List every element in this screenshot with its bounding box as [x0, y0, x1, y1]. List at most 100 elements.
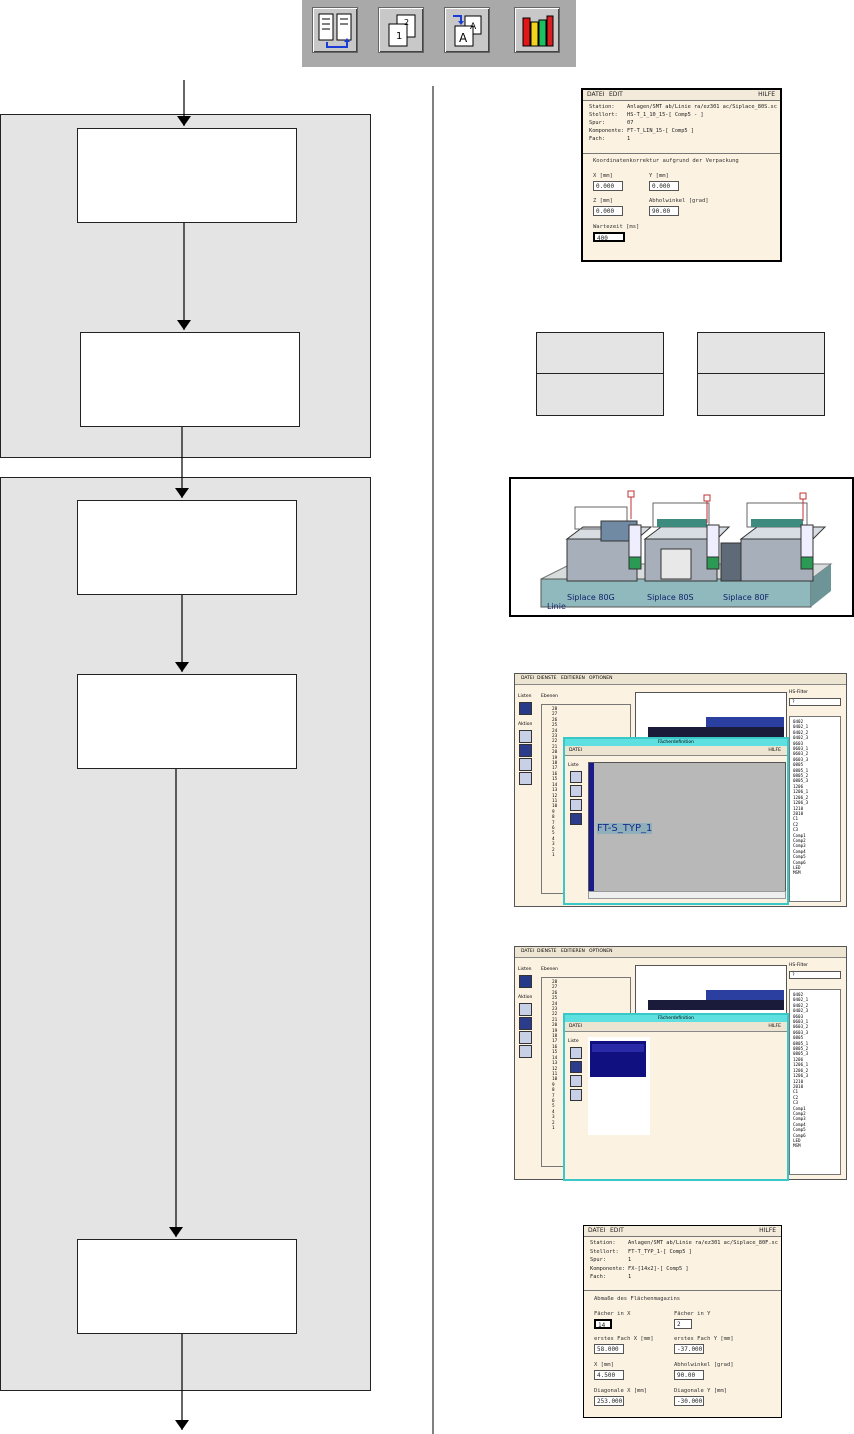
component-item[interactable]: 0603: [793, 740, 804, 746]
component-item[interactable]: C2: [793, 1094, 799, 1100]
popup-menu-hilfe[interactable]: HILFE: [768, 748, 781, 753]
popup-tool-icon[interactable]: [570, 1061, 582, 1073]
component-item[interactable]: C1: [793, 1089, 799, 1095]
level-item[interactable]: 5: [552, 831, 555, 837]
component-item[interactable]: Comp1: [793, 832, 806, 838]
component-item[interactable]: 0805_3: [793, 778, 809, 784]
level-item[interactable]: 10: [552, 804, 558, 810]
component-item[interactable]: 0805_3: [793, 1051, 809, 1057]
menu-edit[interactable]: EDIT: [609, 91, 623, 98]
level-item[interactable]: 21: [552, 1017, 558, 1023]
component-item[interactable]: 1206_2: [793, 1067, 809, 1073]
component-item[interactable]: 0402_2: [793, 1002, 809, 1008]
level-item[interactable]: 23: [552, 1007, 558, 1013]
tool-icon[interactable]: [519, 730, 532, 743]
tool-icon[interactable]: [519, 1003, 532, 1016]
component-item[interactable]: 2010: [793, 1083, 804, 1089]
menu-datei[interactable]: DATEI: [588, 1227, 606, 1234]
level-item[interactable]: 16: [552, 1044, 558, 1050]
swap-button[interactable]: A A: [444, 7, 490, 53]
pickup-angle-field[interactable]: 90.00: [649, 206, 679, 216]
level-item[interactable]: 16: [552, 771, 558, 777]
z-field[interactable]: 0.000: [593, 206, 623, 216]
tool-icon[interactable]: [519, 1017, 532, 1030]
level-item[interactable]: 19: [552, 1028, 558, 1034]
tool-icon[interactable]: [519, 744, 532, 757]
level-item[interactable]: 15: [552, 777, 558, 783]
component-item[interactable]: 0805_1: [793, 1040, 809, 1046]
component-item[interactable]: 0805_2: [793, 773, 809, 779]
component-item[interactable]: MSM: [793, 1143, 801, 1149]
x-field[interactable]: 0.000: [593, 181, 623, 191]
component-item[interactable]: 1210: [793, 805, 804, 811]
menu-hilfe[interactable]: HILFE: [758, 91, 775, 98]
popup-menu-hilfe[interactable]: HILFE: [768, 1024, 781, 1029]
level-item[interactable]: 13: [552, 1061, 558, 1067]
component-item[interactable]: 0603_1: [793, 746, 809, 752]
component-item[interactable]: LED: [793, 1137, 801, 1143]
level-item[interactable]: 12: [552, 1066, 558, 1072]
level-item[interactable]: 3: [552, 842, 555, 848]
level-item[interactable]: 3: [552, 1115, 555, 1121]
level-item[interactable]: 17: [552, 766, 558, 772]
first-y-field[interactable]: -37.000: [674, 1344, 704, 1354]
component-item[interactable]: 0402_2: [793, 729, 809, 735]
level-item[interactable]: 7: [552, 820, 555, 826]
component-item[interactable]: 0402: [793, 992, 804, 997]
pickup-angle-field[interactable]: 90.00: [674, 1370, 704, 1380]
component-item[interactable]: LED: [793, 864, 801, 870]
component-item[interactable]: 0805_1: [793, 767, 809, 773]
level-item[interactable]: 14: [552, 1055, 558, 1061]
books-button[interactable]: [514, 7, 560, 53]
component-item[interactable]: 0603_2: [793, 751, 809, 757]
level-item[interactable]: 10: [552, 1077, 558, 1083]
level-item[interactable]: 26: [552, 717, 558, 723]
y-field[interactable]: 0.000: [649, 181, 679, 191]
menu-dienste[interactable]: DIENSTE: [537, 949, 557, 954]
component-item[interactable]: Comp2: [793, 837, 806, 843]
menu-datei[interactable]: DATEI: [587, 91, 605, 98]
level-item[interactable]: 14: [552, 782, 558, 788]
component-item[interactable]: 1206_3: [793, 1073, 809, 1079]
component-item[interactable]: C2: [793, 821, 799, 827]
level-item[interactable]: 22: [552, 739, 558, 745]
first-x-field[interactable]: 58.000: [594, 1344, 624, 1354]
component-item[interactable]: 2010: [793, 810, 804, 816]
component-item[interactable]: Comp6: [793, 1132, 806, 1138]
menu-dienste[interactable]: DIENSTE: [537, 676, 557, 681]
component-item[interactable]: Comp3: [793, 1116, 806, 1122]
component-item[interactable]: 1206_1: [793, 789, 809, 795]
component-item[interactable]: 0402: [793, 719, 804, 724]
level-item[interactable]: 8: [552, 1088, 555, 1094]
filter-input[interactable]: ?: [789, 971, 841, 979]
component-item[interactable]: Comp1: [793, 1105, 806, 1111]
component-item[interactable]: Comp4: [793, 1121, 806, 1127]
level-item[interactable]: 4: [552, 836, 555, 842]
level-item[interactable]: 2: [552, 1120, 555, 1126]
component-item[interactable]: Comp4: [793, 848, 806, 854]
level-item[interactable]: 5: [552, 1104, 555, 1110]
level-item[interactable]: 27: [552, 985, 558, 991]
faecher-x-field[interactable]: 14: [594, 1319, 612, 1329]
level-item[interactable]: 9: [552, 809, 555, 815]
component-item[interactable]: 0603_3: [793, 756, 809, 762]
tool-icon[interactable]: [519, 772, 532, 785]
diagonal-x-field[interactable]: 253.000: [594, 1396, 624, 1406]
level-item[interactable]: 12: [552, 793, 558, 799]
component-item[interactable]: Comp2: [793, 1110, 806, 1116]
listen-icon[interactable]: [519, 975, 532, 988]
menu-optionen[interactable]: OPTIONEN: [589, 676, 613, 681]
tool-icon[interactable]: [519, 1031, 532, 1044]
component-item[interactable]: 0603_1: [793, 1019, 809, 1025]
level-item[interactable]: 28: [552, 980, 558, 985]
component-item[interactable]: 1206: [793, 783, 804, 789]
popup-canvas[interactable]: [588, 1037, 650, 1135]
level-item[interactable]: 24: [552, 728, 558, 734]
component-item[interactable]: 0805_2: [793, 1046, 809, 1052]
component-item[interactable]: 0603_3: [793, 1029, 809, 1035]
level-item[interactable]: 22: [552, 1012, 558, 1018]
popup-tool-icon[interactable]: [570, 1047, 582, 1059]
component-item[interactable]: Comp5: [793, 854, 806, 860]
menu-datei[interactable]: DATEI: [521, 949, 535, 954]
